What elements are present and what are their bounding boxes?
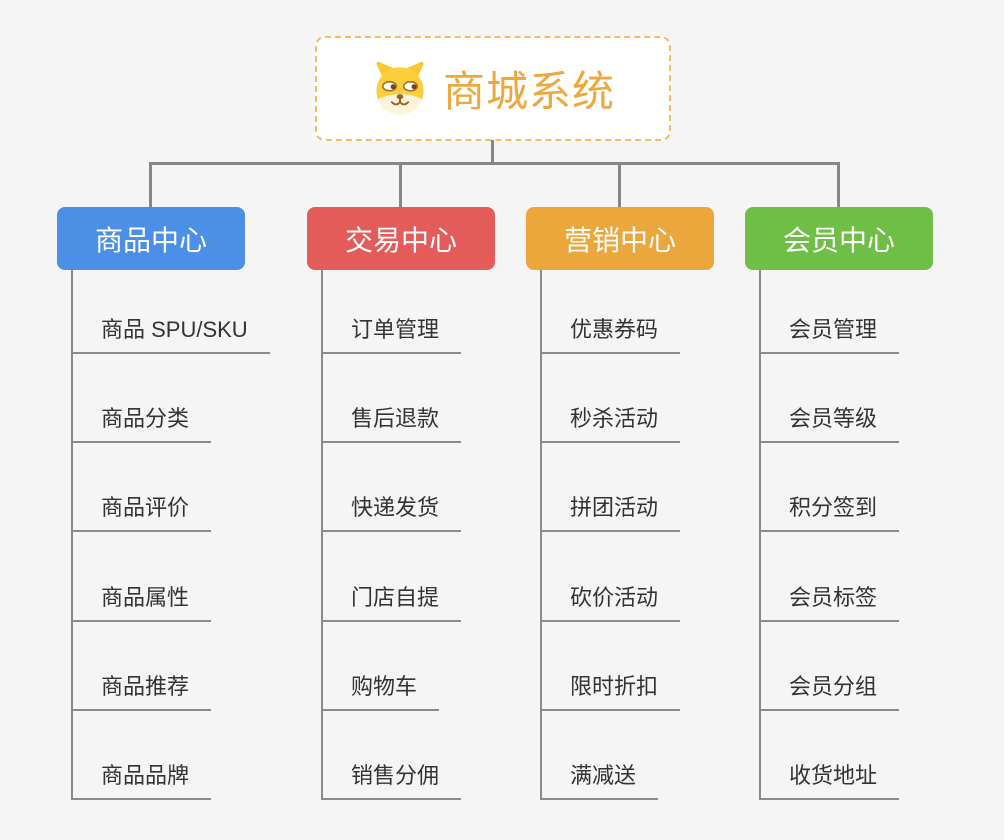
leaf-topic[interactable]: 门店自提 (321, 584, 462, 622)
root-node-label: 商城系统 (442, 68, 615, 115)
leaf-topic[interactable]: 快递发货 (321, 494, 462, 532)
branch-label: 交易中心 (344, 224, 457, 256)
connector-drop-marketing (618, 162, 621, 208)
leaf-topic[interactable]: 会员等级 (759, 405, 900, 443)
leaf-topic[interactable]: 限时折扣 (540, 673, 681, 711)
leaf-topic[interactable]: 积分签到 (759, 494, 900, 532)
leaf-topic[interactable]: 订单管理 (321, 316, 462, 354)
connector-drop-trade (399, 162, 402, 208)
branch-node-trade[interactable]: 交易中心 (307, 207, 495, 270)
leaf-topic[interactable]: 商品 SPU/SKU (71, 316, 270, 354)
leaf-topic[interactable]: 会员管理 (759, 316, 900, 354)
branch-label: 会员中心 (782, 224, 895, 256)
leaf-topic[interactable]: 会员标签 (759, 584, 900, 622)
branch-node-marketing[interactable]: 营销中心 (526, 207, 714, 270)
connector-horizontal (149, 162, 840, 165)
connector-drop-product (149, 162, 152, 208)
leaf-topic[interactable]: 收货地址 (759, 762, 900, 800)
leaf-topic[interactable]: 商品属性 (71, 584, 212, 622)
doge-icon (376, 61, 424, 114)
branch-label: 营销中心 (563, 224, 676, 256)
connector-drop-member (837, 162, 840, 208)
leaf-topic[interactable]: 砍价活动 (540, 584, 681, 622)
leaf-topic[interactable]: 售后退款 (321, 405, 462, 443)
branch-label: 商品中心 (94, 224, 207, 256)
leaf-topic[interactable]: 商品品牌 (71, 762, 212, 800)
leaf-topic[interactable]: 满减送 (540, 762, 659, 800)
leaf-topic[interactable]: 销售分佣 (321, 762, 462, 800)
leaf-topic[interactable]: 商品推荐 (71, 673, 212, 711)
leaf-topic[interactable]: 秒杀活动 (540, 405, 681, 443)
connector-root-stub (491, 140, 494, 163)
root-node[interactable]: 商城系统 (315, 36, 671, 141)
leaf-topic[interactable]: 购物车 (321, 673, 440, 711)
trunk-line-product (71, 270, 73, 799)
leaf-topic[interactable]: 优惠券码 (540, 316, 681, 354)
trunk-line-member (759, 270, 761, 799)
branch-node-product[interactable]: 商品中心 (57, 207, 245, 270)
trunk-line-marketing (540, 270, 542, 799)
leaf-topic[interactable]: 商品评价 (71, 494, 212, 532)
leaf-topic[interactable]: 拼团活动 (540, 494, 681, 532)
leaf-topic[interactable]: 会员分组 (759, 673, 900, 711)
branch-node-member[interactable]: 会员中心 (745, 207, 933, 270)
trunk-line-trade (321, 270, 323, 799)
leaf-topic[interactable]: 商品分类 (71, 405, 212, 443)
